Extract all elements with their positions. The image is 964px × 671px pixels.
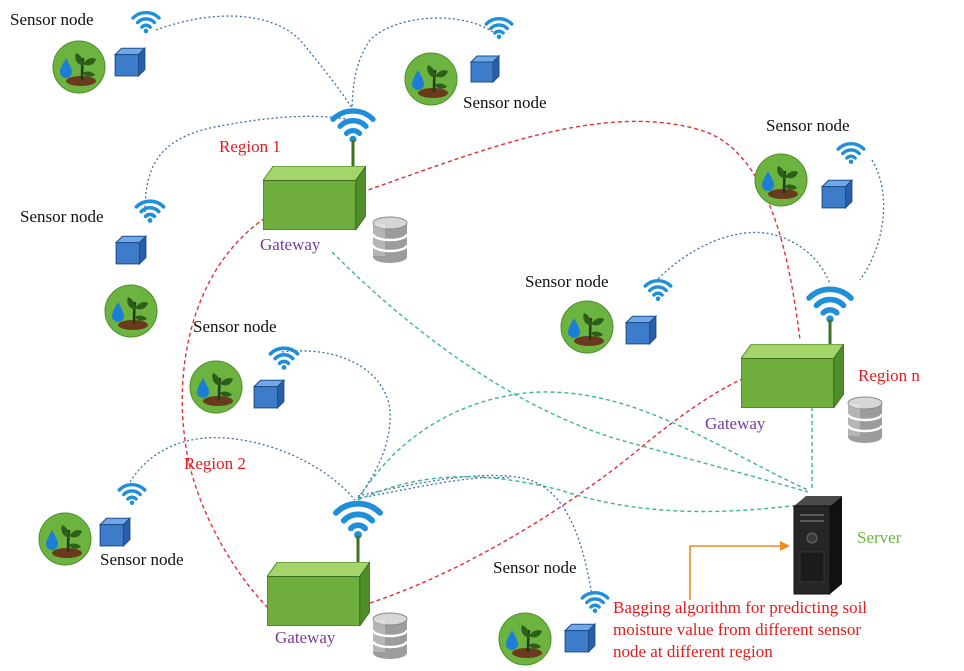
note-line: node at different region (613, 642, 773, 661)
link-sensor2-gateway1 (351, 17, 494, 109)
sensor-node-label: Sensor node (20, 207, 104, 226)
link-sensor8-gatewayn (859, 159, 885, 281)
sensor-node-cube-icon (564, 623, 596, 653)
sensor-node-label: Sensor node (766, 116, 850, 135)
server-label: Server (857, 528, 902, 547)
link-gateway2-server-upper (357, 391, 809, 501)
wifi-icon (580, 590, 610, 614)
server-tower-icon (793, 496, 842, 595)
link-sensor5-gateway2 (129, 436, 356, 501)
link-gateway1-server (331, 251, 809, 493)
wifi-icon (336, 504, 380, 539)
link-sensor3-gateway1 (144, 115, 353, 213)
gateway-label: Gateway (275, 628, 336, 647)
sensor-node-cube-icon (114, 47, 146, 77)
link-sensor6-gateway2 (357, 474, 593, 596)
gateway-box-icon (741, 344, 844, 408)
link-gateway2-sensor6 (359, 476, 511, 499)
sensor-node-label: Sensor node (525, 272, 609, 291)
gateway-label: Gateway (260, 235, 321, 254)
plant-moisture-icon (104, 284, 158, 338)
link-gateway2-server-lower (357, 476, 801, 513)
sensor-node-cube-icon (253, 379, 285, 409)
sensor-node-label: Sensor node (193, 317, 277, 336)
wifi-icon (131, 10, 161, 34)
sensor-node-label: Sensor node (100, 550, 184, 569)
link-gateway2-gatewayn (369, 371, 761, 604)
link-sensor1-gateway1 (155, 15, 353, 109)
sensor-node-cube-icon (625, 315, 657, 345)
sensor-node-cube-icon (99, 517, 131, 547)
wifi-icon (117, 482, 147, 506)
database-icon (371, 215, 409, 265)
sensor-node-label: Sensor node (10, 10, 94, 29)
gateway-box-icon (267, 562, 370, 626)
gateway-box-icon (263, 166, 366, 230)
plant-moisture-icon (404, 52, 458, 106)
link-gateway1-gateway2 (181, 217, 271, 611)
database-icon (846, 395, 884, 445)
plant-moisture-icon (38, 512, 92, 566)
note-line: Bagging algorithm for predicting soil (613, 598, 868, 617)
note-arrow (689, 541, 790, 600)
plant-moisture-icon (52, 40, 106, 94)
region-label-n: Region n (858, 366, 920, 385)
wifi-icon (484, 16, 514, 40)
wifi-icon (333, 111, 373, 143)
wifi-icon (809, 289, 851, 322)
link-sensor7-gatewayn (654, 231, 831, 285)
gateway-label: Gateway (705, 414, 766, 433)
region-label-2: Region 2 (184, 454, 246, 473)
wifi-icon (134, 199, 166, 224)
sensor-node-cube-icon (821, 179, 853, 209)
wifi-icon (643, 278, 673, 302)
plant-moisture-icon (498, 612, 552, 666)
plant-moisture-icon (560, 300, 614, 354)
note-line: moisture value from different sensor (613, 620, 862, 639)
link-sensor4-gateway2 (281, 350, 391, 499)
sensor-node-label: Sensor node (493, 558, 577, 577)
plant-moisture-icon (754, 153, 808, 207)
plant-moisture-icon (189, 360, 243, 414)
sensor-node-cube-icon (115, 235, 147, 265)
database-icon (371, 611, 409, 661)
region-label-1: Region 1 (219, 137, 281, 156)
link-gateway1-gatewayn (361, 120, 801, 341)
sensor-node-label: Sensor node (463, 93, 547, 112)
wifi-icon (836, 141, 866, 166)
sensor-node-cube-icon (470, 55, 500, 83)
bagging-algorithm-note: Bagging algorithm for predicting soil mo… (613, 597, 961, 663)
